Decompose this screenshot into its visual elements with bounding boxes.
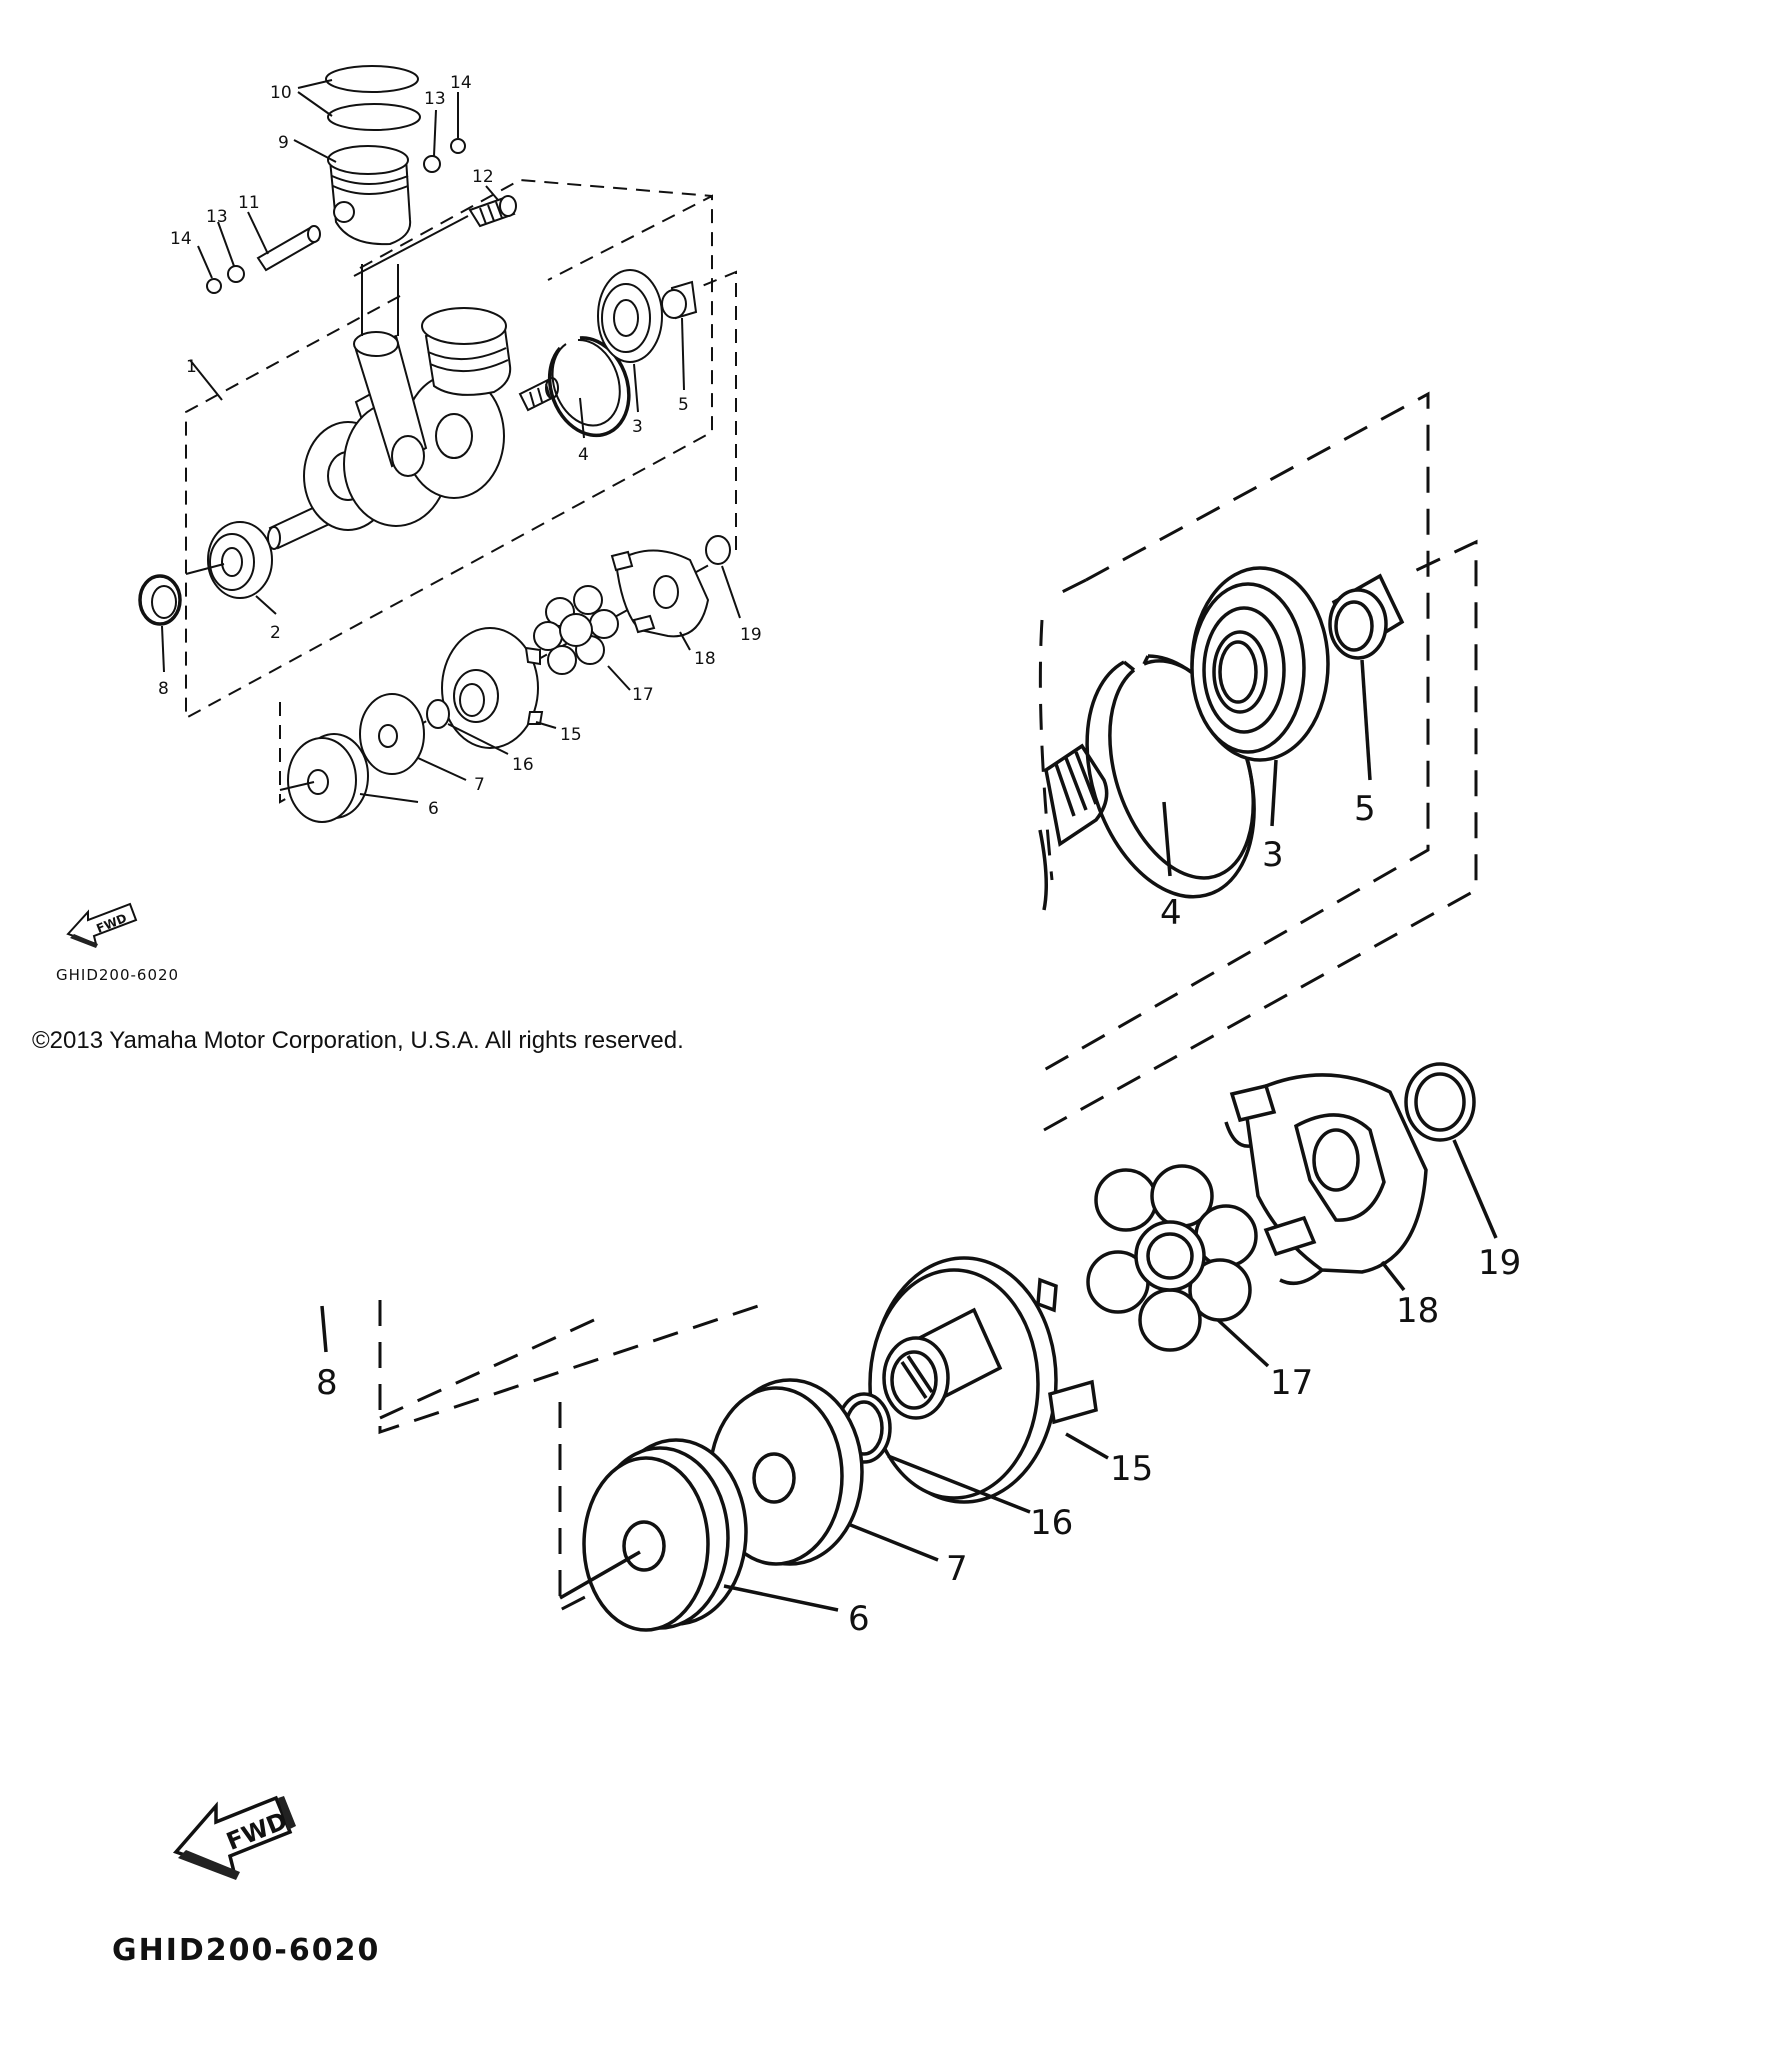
copyright-notice: ©2013 Yamaha Motor Corporation, U.S.A. A…	[32, 1027, 684, 1054]
label-part-2: 2	[270, 623, 281, 643]
damper-rubber	[533, 585, 619, 675]
part-labels-overview: 1 2 3 4 5 6 7 8 9 10 11 12 13 13 14 14 1…	[158, 73, 762, 819]
oil-seal	[138, 574, 182, 626]
label-detail-7: 7	[946, 1549, 968, 1589]
detail-box-upper	[1043, 391, 1430, 1072]
label-part-6: 6	[428, 799, 439, 819]
label-part-18: 18	[694, 649, 716, 669]
assembly-box-crankshaft	[185, 194, 713, 720]
damper-housing-large	[1224, 1073, 1428, 1286]
drawing-code-large: GHID200-6020	[112, 1933, 380, 1968]
clip-13-left	[227, 265, 245, 283]
label-part-15: 15	[560, 725, 582, 745]
fwd-arrow-icon-large: FWD	[172, 1795, 296, 1880]
label-part-5: 5	[678, 395, 689, 415]
washer-19	[705, 535, 731, 565]
label-detail-18: 18	[1396, 1291, 1439, 1331]
fwd-arrow-icon-small: FWD	[66, 902, 138, 948]
piston	[327, 145, 412, 246]
o-ring	[426, 699, 450, 729]
seal-8-leader	[320, 1305, 328, 1353]
label-part-1: 1	[186, 357, 197, 377]
needle-bearing	[468, 195, 517, 228]
part-labels-detail: 3 4 5 6 7 8 15 16 17 18 19	[316, 789, 1521, 1639]
label-part-11: 11	[238, 193, 260, 213]
drawing-code-small: GHID200-6020	[56, 966, 179, 984]
label-detail-17: 17	[1270, 1363, 1313, 1403]
plate	[359, 693, 425, 775]
label-part-17: 17	[632, 685, 654, 705]
crankshaft-assembly	[267, 264, 559, 550]
label-part-9: 9	[278, 133, 289, 153]
collar-large	[1328, 573, 1405, 660]
bearing-right	[597, 269, 663, 363]
label-detail-6: 6	[848, 1599, 870, 1639]
label-part-14-right: 14	[450, 73, 472, 93]
label-part-12: 12	[472, 167, 494, 187]
detail-box-upper-top	[1061, 578, 1087, 594]
leader-lines-overview	[161, 79, 741, 803]
detail-box-left-top	[379, 1318, 595, 1420]
detail-box-left-edge	[1038, 619, 1054, 881]
label-part-7: 7	[474, 775, 485, 795]
crank-shaft-end	[1038, 743, 1109, 911]
pulley-large	[582, 1438, 748, 1632]
detail-box-lower	[1043, 539, 1478, 1132]
label-part-16: 16	[512, 755, 534, 775]
label-part-10: 10	[270, 83, 292, 103]
assembly-box-top	[359, 178, 713, 269]
label-detail-8: 8	[316, 1363, 338, 1403]
clip-14-right	[450, 138, 466, 154]
clip-13-right	[423, 155, 441, 173]
label-part-13-right: 13	[424, 89, 446, 109]
label-detail-5: 5	[1354, 789, 1376, 829]
bearing-left	[207, 521, 273, 599]
pulley-flange	[287, 733, 369, 823]
label-part-3: 3	[632, 417, 643, 437]
detail-box-left	[378, 1300, 771, 1435]
label-part-19: 19	[740, 625, 762, 645]
clip-14-left	[206, 278, 222, 294]
overview-diagram: 1 2 3 4 5 6 7 8 9 10 11 12 13 13 14 14 1…	[32, 65, 762, 1054]
label-detail-19: 19	[1478, 1243, 1521, 1283]
collar	[661, 280, 698, 320]
label-part-13-left: 13	[206, 207, 228, 227]
label-part-8: 8	[158, 679, 169, 699]
bearing-large	[1190, 566, 1330, 762]
coupling-large	[868, 1256, 1098, 1504]
label-detail-15: 15	[1110, 1449, 1153, 1489]
damper-housing	[610, 549, 710, 638]
label-part-4: 4	[578, 445, 589, 465]
piston-rings	[325, 65, 421, 131]
damper-rubber-large	[1086, 1164, 1258, 1352]
label-part-14-left: 14	[170, 229, 192, 249]
washer-large	[1404, 1062, 1476, 1142]
piston-pin	[256, 225, 321, 272]
label-detail-3: 3	[1262, 835, 1284, 875]
leader-lines-detail	[723, 659, 1498, 1612]
detail-diagram: 3 4 5 6 7 8 15 16 17 18 19 FWD GHID200-6…	[112, 391, 1521, 1968]
label-detail-16: 16	[1030, 1503, 1073, 1543]
coupling	[441, 627, 544, 749]
label-detail-4: 4	[1160, 893, 1182, 933]
